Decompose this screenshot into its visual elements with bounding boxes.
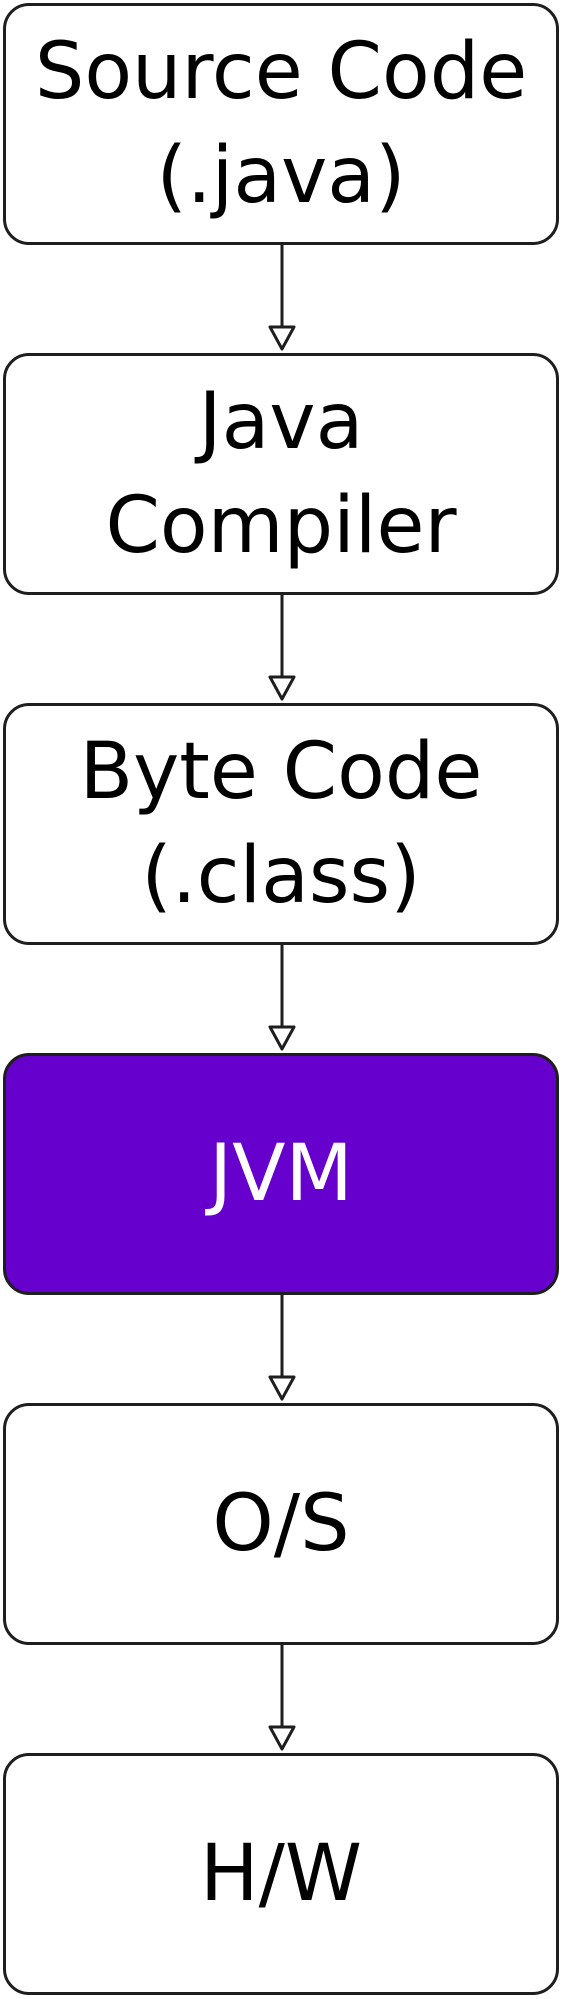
node-label-java-compiler: Java Compiler [105, 377, 457, 571]
node-label-hw: H/W [199, 1829, 363, 1919]
node-label-byte-code: Byte Code (.class) [79, 727, 483, 921]
arrow-jvm-to-os [268, 1295, 296, 1401]
arrow-compiler-to-bytecode [268, 595, 296, 701]
node-source-code: Source Code (.java) [3, 3, 559, 245]
node-label-os: O/S [212, 1479, 350, 1569]
node-hw: H/W [3, 1753, 559, 1995]
arrow-bytecode-to-jvm [268, 945, 296, 1051]
node-os: O/S [3, 1403, 559, 1645]
arrow-os-to-hw [268, 1645, 296, 1751]
node-java-compiler: Java Compiler [3, 353, 559, 595]
node-byte-code: Byte Code (.class) [3, 703, 559, 945]
node-jvm: JVM [3, 1053, 559, 1295]
node-label-source-code: Source Code (.java) [34, 27, 528, 221]
arrow-source-to-compiler [268, 245, 296, 351]
node-label-jvm: JVM [209, 1129, 353, 1219]
